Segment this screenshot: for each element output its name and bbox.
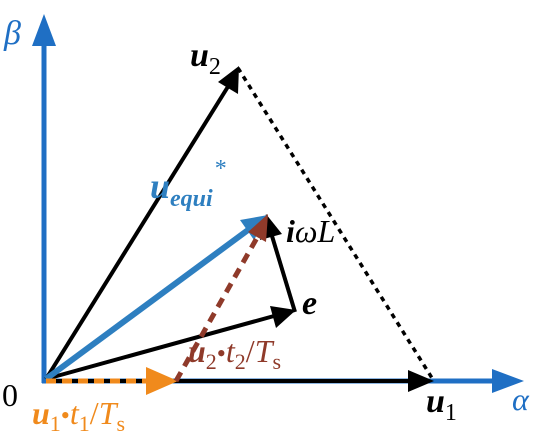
u2-label: u2 [190,37,221,80]
e-label: e [302,285,317,322]
beta-axis-arrowhead [32,14,56,46]
u1-t1-label: u1•t1/Ts [32,395,125,436]
i-omega-l-vector [270,235,297,313]
u2-t2-arrowhead [248,214,268,242]
alpha-axis-label: α [512,381,530,417]
u2-vector [44,83,231,381]
i-omega-l-label: iωL [286,213,335,249]
u1-label: u1 [426,383,457,426]
u-equi-vector [44,227,250,382]
u1-t1-arrowhead [146,367,178,395]
u2-t2-dashed-vector [173,234,261,383]
e-arrowhead [270,306,296,328]
e-vector [45,314,275,381]
u2-t2-label: u2•t2/Ts [188,333,281,374]
beta-axis-label: β [3,15,21,52]
origin-label: 0 [2,377,18,413]
alpha-axis-arrowhead [492,369,524,393]
u1-arrowhead [408,370,434,392]
u2-u1-dashed-edge [236,67,434,379]
u-equi-label: uequi* [150,156,227,212]
u2-arrowhead [218,66,239,94]
